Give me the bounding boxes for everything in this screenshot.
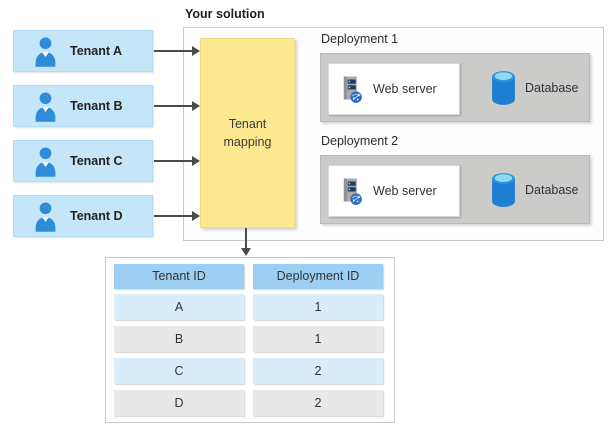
- table-header-tenant-id: Tenant ID: [114, 264, 244, 289]
- database-cylinder-icon: [492, 172, 515, 207]
- table-cell-tenant: A: [114, 294, 244, 320]
- arrow-tenant-d-to-mapping: [154, 211, 200, 221]
- database-label: Database: [525, 80, 579, 95]
- tenant-label: Tenant A: [70, 44, 123, 58]
- person-icon: [35, 146, 56, 177]
- tenant-box-a: Tenant A: [13, 30, 153, 72]
- web-server-label: Web server: [373, 184, 437, 198]
- tenant-label: Tenant C: [70, 154, 123, 168]
- person-icon: [35, 36, 56, 67]
- tenant-box-b: Tenant B: [13, 85, 153, 127]
- web-server-label: Web server: [373, 82, 437, 96]
- tenant-box-c: Tenant C: [13, 140, 153, 182]
- solution-title: Your solution: [185, 7, 265, 21]
- arrow-tenant-c-to-mapping: [154, 156, 200, 166]
- database-cylinder-icon: [492, 70, 515, 105]
- tenant-label: Tenant D: [70, 209, 123, 223]
- tenant-box-d: Tenant D: [13, 195, 153, 237]
- table-cell-tenant: D: [114, 390, 244, 416]
- deployment-1-database: Database: [490, 53, 590, 122]
- table-cell-deployment: 1: [253, 294, 383, 320]
- deployment-2-label: Deployment 2: [321, 134, 399, 148]
- deployment-1-web-server: Web server: [328, 63, 460, 115]
- tenant-mapping-label: Tenant mapping: [223, 116, 272, 149]
- arrow-mapping-to-table: [241, 228, 251, 256]
- tenant-mapping-box: Tenant mapping: [200, 38, 295, 228]
- deployment-2-web-server: Web server: [328, 165, 460, 217]
- table-cell-deployment: 2: [253, 358, 383, 384]
- server-globe-icon: [343, 75, 362, 103]
- person-icon: [35, 201, 56, 232]
- table-cell-deployment: 1: [253, 326, 383, 352]
- deployment-1-label: Deployment 1: [321, 32, 399, 46]
- database-label: Database: [525, 182, 579, 197]
- server-globe-icon: [343, 177, 362, 205]
- arrow-tenant-a-to-mapping: [154, 46, 200, 56]
- tenant-label: Tenant B: [70, 99, 123, 113]
- deployment-2-database: Database: [490, 155, 590, 224]
- table-cell-tenant: B: [114, 326, 244, 352]
- table-cell-tenant: C: [114, 358, 244, 384]
- person-icon: [35, 91, 56, 122]
- table-cell-deployment: 2: [253, 390, 383, 416]
- tenant-deployment-table: Tenant ID Deployment ID A 1 B 1 C 2 D 2: [105, 257, 395, 423]
- arrow-tenant-b-to-mapping: [154, 101, 200, 111]
- table-header-deployment-id: Deployment ID: [253, 264, 383, 289]
